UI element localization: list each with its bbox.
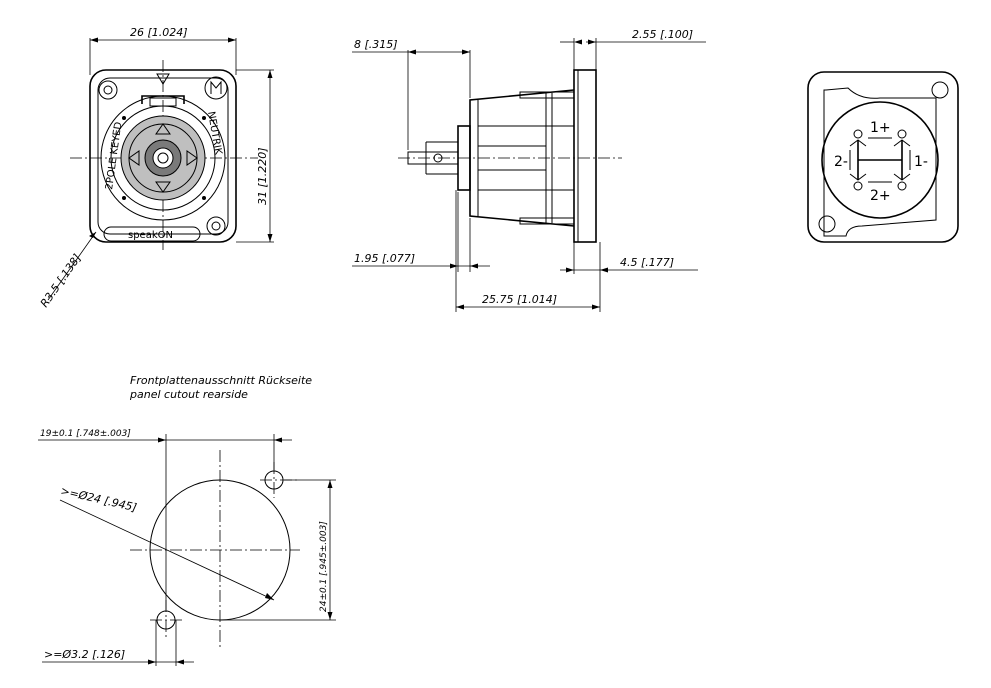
rear-contacts [849,129,911,191]
dim-cutout-hole: >=Ø3.2 [.126] [44,648,125,661]
dim-front-width: 26 [1.024] [130,26,188,39]
mounting-hole-top-left [98,80,118,100]
dim-side-plate: 1.95 [.077] [354,252,415,265]
dim-cutout-height: 24±0.1 [.945±.003] [319,521,329,612]
dim-side-depth: 8 [.315] [354,38,398,51]
connector-keys [128,123,198,193]
pin-label-top: 1+ [870,120,891,136]
dim-corner-radius: R3.5 [.138] [38,252,84,310]
rear-circle [821,101,939,219]
mounting-hole-bottom-right [206,216,226,236]
dim-front-height: 31 [1.220] [256,147,269,205]
panel-cutout: Frontplattenausschnitt Rückseite panel c… [38,374,336,666]
rear-plate [807,71,959,243]
brand-label: speakON [128,230,173,241]
front-view: 26 [1.024] 31 [1.220] [38,26,274,310]
rear-hole-top-right [931,81,949,99]
pin-label-right: 1- [914,154,928,170]
rear-view: 1+ 2- 1- 2+ [807,71,959,243]
ring-text-right: NEUTRIK [205,111,223,156]
cutout-note-en: panel cutout rearside [129,388,248,401]
side-terminal [407,151,459,165]
pin-label-left: 2- [834,154,848,170]
side-flange [573,69,597,243]
rear-hole-bottom-left [818,215,836,233]
dim-side-total: 25.75 [1.014] [482,293,557,306]
cutout-note-de: Frontplattenausschnitt Rückseite [130,374,312,387]
dim-side-flange: 2.55 [.100] [632,28,693,41]
side-view: 8 [.315] 2.55 [.100] 1.95 [.077] 4.5 [.1… [352,28,706,312]
dim-cutout-diameter: >=Ø24 [.945] [59,484,138,514]
dim-side-back: 4.5 [.177] [620,256,674,269]
pin-label-bottom: 2+ [870,188,891,204]
logo-mark-icon [204,76,228,100]
orientation-triangle-icon [156,73,170,85]
dim-cutout-width: 19±0.1 [.748±.003] [40,429,131,439]
brand-badge [103,226,201,242]
